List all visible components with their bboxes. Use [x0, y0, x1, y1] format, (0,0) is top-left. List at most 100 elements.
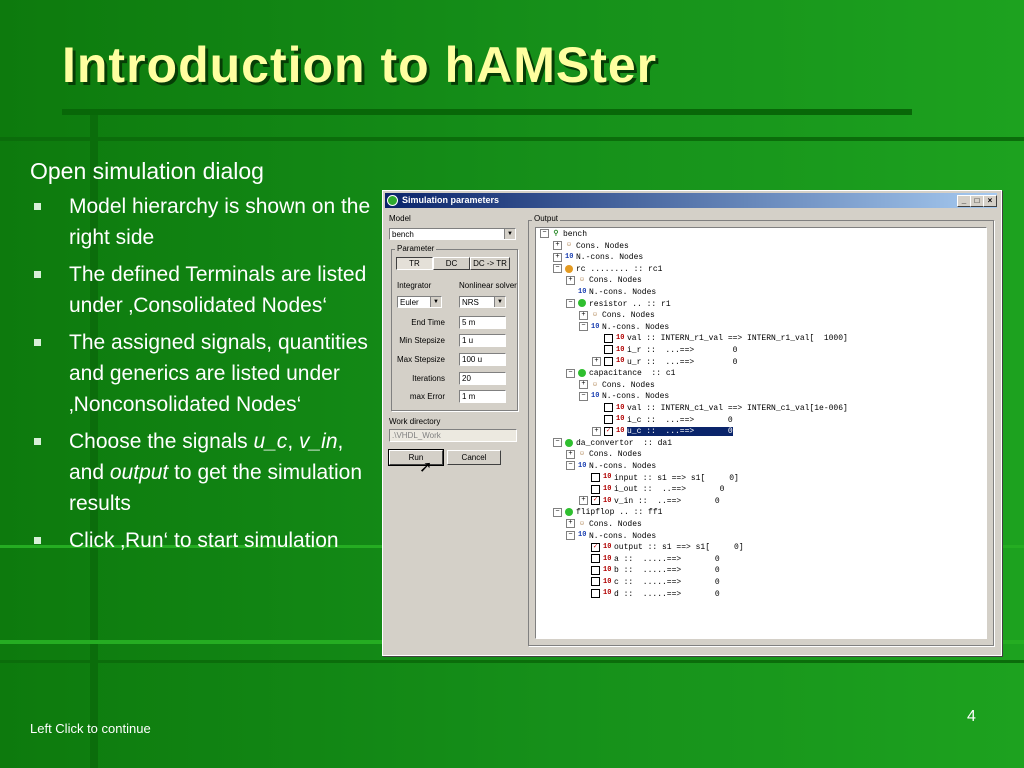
signal-icon: 10 — [603, 577, 612, 586]
expand-icon[interactable]: + — [592, 356, 601, 366]
bench-icon: ⚲ — [553, 229, 559, 238]
close-button[interactable]: × — [983, 195, 997, 207]
collapse-icon[interactable]: − — [553, 507, 562, 517]
max-error-input[interactable]: 1 m — [459, 390, 506, 403]
iterations-input[interactable]: 20 — [459, 372, 506, 385]
signal-checkbox[interactable] — [604, 333, 613, 343]
square-bullet-icon — [34, 537, 41, 544]
tab-dc-tr[interactable]: DC -> TR — [470, 257, 510, 270]
collapse-icon[interactable]: − — [579, 391, 588, 401]
tree-node[interactable]: −capacitance :: c1 — [566, 368, 675, 379]
tree-node-label: bench — [563, 230, 588, 239]
signal-checkbox[interactable]: ✓ — [604, 426, 613, 436]
tree-node-label: u_r :: ...==> 0 — [627, 357, 738, 367]
square-bullet-icon — [34, 339, 41, 346]
tree-node[interactable]: −rc ........ :: rc1 — [553, 264, 662, 275]
expand-icon[interactable]: + — [553, 252, 562, 262]
tree-node[interactable]: −da_convertor :: da1 — [553, 438, 672, 449]
tree-node-label: N.-cons. Nodes — [589, 531, 657, 541]
tree-node[interactable]: −resistor .. :: r1 — [566, 298, 671, 310]
tree-node[interactable]: −flipflop .. :: ff1 — [553, 507, 662, 518]
tree-node-label: Cons. Nodes — [589, 450, 642, 460]
signal-checkbox[interactable] — [604, 356, 613, 366]
tree-node-label: Cons. Nodes — [589, 520, 642, 529]
collapse-icon[interactable]: − — [566, 461, 575, 471]
integrator-select[interactable]: Euler▼ — [397, 296, 442, 308]
collapse-icon[interactable]: − — [553, 438, 562, 448]
expand-icon[interactable]: + — [592, 426, 601, 436]
bullet-item: Click ‚Run‘ to start simulation — [30, 525, 375, 556]
signal-checkbox[interactable] — [591, 588, 600, 598]
collapse-icon[interactable]: − — [553, 264, 562, 274]
maximize-button[interactable]: □ — [970, 195, 984, 207]
tree-node[interactable]: −⚲ bench — [540, 229, 587, 240]
dialog-titlebar[interactable]: Simulation parameters _ □ × — [385, 193, 997, 208]
tree-node[interactable]: +⚇Cons. Nodes — [579, 310, 655, 321]
expand-icon[interactable]: + — [566, 275, 575, 285]
signal-checkbox[interactable] — [604, 345, 613, 355]
tree-node[interactable]: + ⚇ Cons. Nodes — [566, 519, 642, 530]
expand-icon[interactable]: + — [579, 310, 588, 320]
min-stepsize-input[interactable]: 1 u — [459, 334, 506, 347]
signal-checkbox[interactable] — [591, 577, 600, 587]
collapse-icon[interactable]: − — [566, 298, 575, 308]
model-select[interactable]: bench▼ — [389, 228, 516, 240]
minimize-button[interactable]: _ — [957, 195, 971, 207]
signal-checkbox[interactable] — [591, 472, 600, 482]
tree-node[interactable]: +⚇Cons. Nodes — [566, 275, 642, 286]
tab-tr[interactable]: TR — [396, 257, 433, 270]
cancel-button[interactable]: Cancel — [447, 450, 501, 465]
expand-icon[interactable]: + — [566, 449, 575, 459]
tree-node[interactable]: +⚇Cons. Nodes — [553, 240, 629, 252]
solver-label: Nonlinear solver — [459, 281, 517, 290]
expand-icon[interactable]: + — [579, 496, 588, 506]
signal-checkbox[interactable] — [604, 403, 613, 413]
max-stepsize-input[interactable]: 100 u — [459, 353, 506, 366]
collapse-icon[interactable]: − — [540, 229, 549, 239]
signal-checkbox[interactable] — [604, 414, 613, 424]
expand-icon[interactable]: + — [566, 519, 575, 529]
expand-icon[interactable]: + — [553, 240, 562, 250]
solver-select[interactable]: NRS▼ — [459, 296, 506, 308]
bullet-text: Model hierarchy is shown on the right si… — [69, 195, 371, 249]
signal-checkbox[interactable] — [591, 484, 600, 494]
signal-checkbox[interactable]: ✓ — [591, 496, 600, 506]
tree-node[interactable]: +⚇Cons. Nodes — [566, 449, 642, 460]
signal-checkbox[interactable]: ✓ — [591, 542, 600, 552]
signal-checkbox[interactable] — [591, 554, 600, 564]
collapse-icon[interactable]: − — [579, 322, 588, 332]
work-directory-input[interactable]: .\VHDL_Work — [389, 429, 517, 442]
collapse-icon[interactable]: − — [566, 368, 575, 378]
expand-icon[interactable]: + — [579, 380, 588, 390]
tab-dc[interactable]: DC — [433, 257, 470, 270]
collapse-icon[interactable]: − — [566, 530, 575, 540]
signal-checkbox[interactable] — [591, 565, 600, 575]
bullet-text: The defined Terminals are listed under ‚… — [69, 263, 367, 317]
cons-nodes-icon: ⚇ — [579, 519, 585, 528]
tree-node[interactable]: +⚇Cons. Nodes — [579, 380, 655, 391]
tree-node-label: i_out :: ..==> 0 — [614, 485, 725, 495]
run-button[interactable]: Run — [388, 449, 444, 466]
end-time-input[interactable]: 5 m — [459, 316, 506, 329]
